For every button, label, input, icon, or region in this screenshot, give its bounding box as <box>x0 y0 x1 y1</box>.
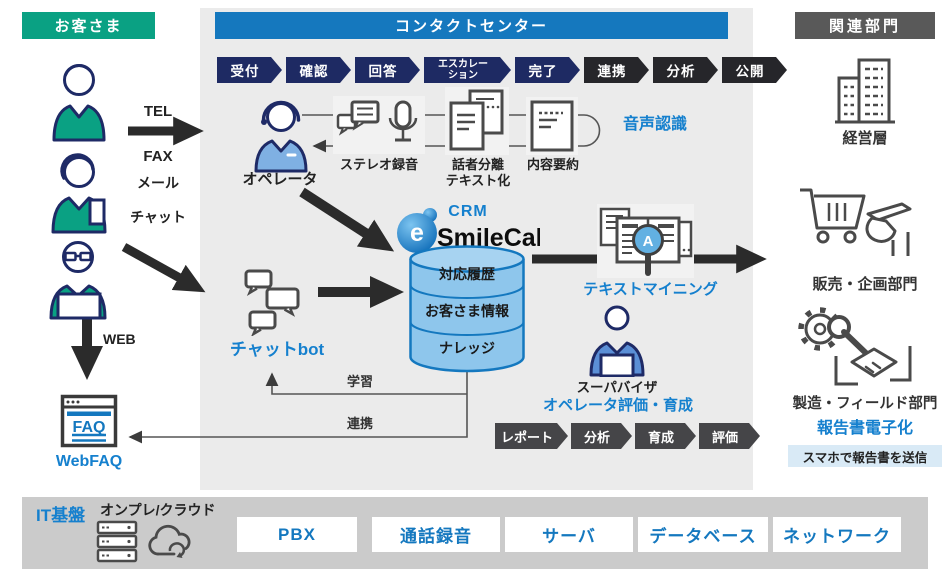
contact-center-header-label: コンタクトセンター <box>394 18 548 35</box>
process-step: 確認 <box>286 57 351 83</box>
process-step: 連携 <box>584 57 649 83</box>
management-buildings-icon <box>835 58 895 124</box>
onprem-cloud-label: オンプレ/クラウド <box>100 502 216 518</box>
operator-label: オペレータ <box>242 171 318 188</box>
infra-box-server: サーバ <box>505 517 633 552</box>
faq-icon-text: FAQ <box>73 419 106 436</box>
text-mining-icon: A <box>599 207 693 276</box>
webfaq-label: WebFAQ <box>55 453 123 470</box>
process-step: 完了 <box>515 57 580 83</box>
customer-laptop-icon <box>49 241 107 320</box>
report-digitization-label: 報告書電子化 <box>816 420 913 437</box>
evaluation-step: 評価 <box>699 423 760 449</box>
channel-label-mail: メール <box>137 175 179 191</box>
db-layer-history: 対応履歴 <box>439 266 495 282</box>
management-label: 経営層 <box>842 130 888 147</box>
field-gear-handshake-icon <box>798 307 912 386</box>
channel-label-fax: FAX <box>143 148 173 165</box>
crm-logo-e: e <box>410 219 424 247</box>
evaluation-title: オペレータ評価・育成 <box>542 397 693 414</box>
linkage-label: 連携 <box>346 416 373 431</box>
evaluation-step: 分析 <box>571 423 632 449</box>
it-infrastructure-label: IT基盤 <box>36 506 86 525</box>
mining-glyph: A <box>643 233 654 250</box>
crm-label: CRM <box>448 203 488 220</box>
summary-icon <box>530 100 574 152</box>
stereo-recording-label: ステレオ録音 <box>339 157 418 172</box>
chatbot-label: チャットbot <box>229 340 325 359</box>
speaker-separation-label: 話者分離 テキスト化 <box>445 157 511 188</box>
infra-box-network: ネットワーク <box>773 517 901 552</box>
voice-recognition-label: 音声認識 <box>622 116 687 133</box>
customer-male-icon <box>52 64 106 142</box>
server-icon <box>96 520 138 563</box>
operator-icon <box>254 100 308 173</box>
related-departments-header: 関連部門 <box>795 12 935 39</box>
stereo-recording-icon <box>336 100 418 142</box>
process-step: 受付 <box>217 57 282 83</box>
evaluation-step: 育成 <box>635 423 696 449</box>
report-note: スマホで報告書を送信 <box>788 445 942 467</box>
summary-label: 内容要約 <box>526 157 579 172</box>
web-label: WEB <box>103 331 136 347</box>
infra-box-call-recording: 通話録音 <box>372 517 500 552</box>
crm-database-cylinder <box>409 245 525 373</box>
process-step: エスカレー ション <box>424 57 511 83</box>
process-step: 回答 <box>355 57 420 83</box>
infra-box-database: データベース <box>638 517 768 552</box>
process-step: 公開 <box>722 57 787 83</box>
webfaq-browser-icon: FAQ <box>60 394 118 448</box>
channel-label-chat: チャット <box>130 209 186 225</box>
customers-header: お客さま <box>22 12 155 39</box>
crm-logo: e SmileCall <box>397 208 540 253</box>
cloud-icon <box>148 524 191 558</box>
process-step: 分析 <box>653 57 718 83</box>
db-layer-knowledge: ナレッジ <box>439 340 495 356</box>
learning-label: 学習 <box>346 374 373 389</box>
customers-header-label: お客さま <box>54 18 123 35</box>
evaluation-step: レポート <box>495 423 568 449</box>
supervisor-label: スーパバイザ <box>576 380 658 395</box>
text-mining-label: テキストマイニング <box>583 281 718 298</box>
arrow-customer-to-chatbot <box>121 243 206 293</box>
sales-label: 販売・企画部門 <box>812 276 918 293</box>
evaluation-flow: レポート 分析 育成 評価 <box>495 423 760 449</box>
contact-center-header: コンタクトセンター <box>215 12 728 39</box>
process-flow: 受付 確認 回答 エスカレー ション 完了 連携 分析 公開 <box>217 57 787 83</box>
sales-cart-icon <box>800 188 912 256</box>
related-departments-header-label: 関連部門 <box>828 18 901 35</box>
channel-label-tel: TEL <box>143 103 173 120</box>
field-label: 製造・フィールド部門 <box>792 396 938 412</box>
infra-box-pbx: PBX <box>237 517 357 552</box>
supervisor-icon <box>589 305 645 377</box>
customer-female-icon <box>51 153 107 234</box>
chatbot-icon <box>244 269 300 336</box>
speaker-separation-icon <box>449 89 504 151</box>
db-layer-customer-info: お客さま情報 <box>425 303 509 319</box>
